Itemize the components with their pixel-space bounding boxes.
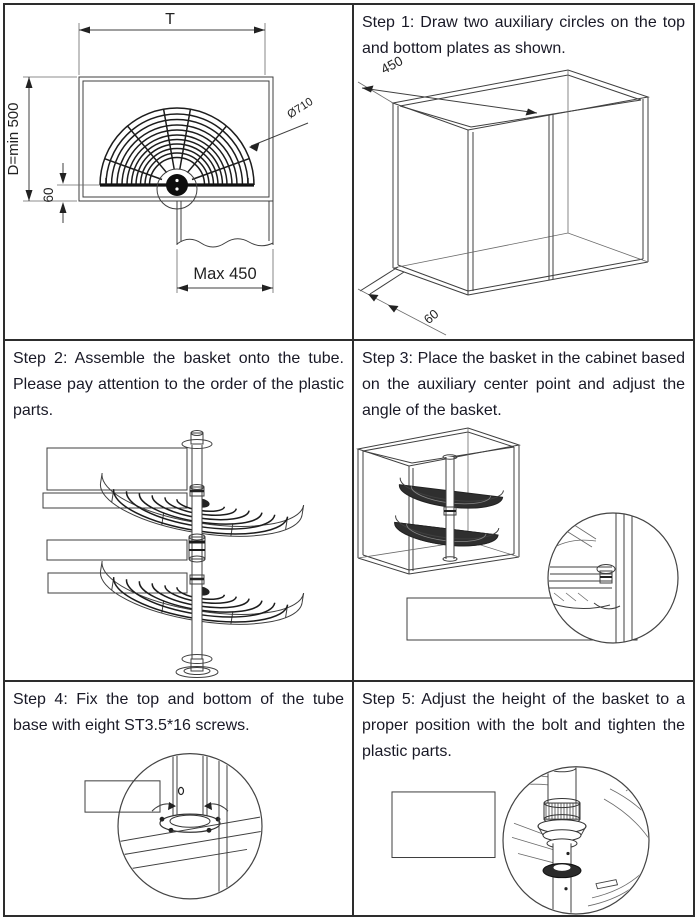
step-4-drawing <box>84 753 263 900</box>
dimension-offset-60: 60 <box>41 163 100 223</box>
callout-boxes <box>42 447 188 594</box>
screw-hole <box>177 786 185 796</box>
cabinet-isometric <box>391 69 650 296</box>
step-5-text: Step 5: Adjust the height of the basket … <box>362 691 685 760</box>
panel-step-1: Step 1: Draw two auxiliary circles on th… <box>354 5 693 341</box>
panel-plan-view: T <box>5 5 354 341</box>
detail-circle-content <box>119 754 261 898</box>
panel-step-3: Step 3: Place the basket in the cabinet … <box>354 341 693 682</box>
basket-upper <box>99 473 305 537</box>
dim-label-diameter: Ø710 <box>285 96 315 121</box>
plastic-collar-bottom <box>189 574 205 585</box>
detail-circle <box>547 512 679 644</box>
center-tube <box>175 430 219 678</box>
step-4-text: Step 4: Fix the top and bottom of the tu… <box>13 691 344 734</box>
panel-step-5: Step 5: Adjust the height of the basket … <box>354 682 693 915</box>
dimension-depth: D=min 500 <box>5 76 77 202</box>
step-2-text: Step 2: Assemble the basket onto the tub… <box>13 350 344 419</box>
step-1-drawing: 450 60 <box>357 53 650 336</box>
adjustment-bolt-assembly <box>537 767 587 913</box>
step-1-text: Step 1: Draw two auxiliary circles on th… <box>362 14 685 57</box>
dimension-T: T <box>78 11 266 75</box>
dimension-diameter: Ø710 <box>249 96 315 152</box>
instruction-grid: T <box>3 3 695 917</box>
basket-semicircle <box>99 107 255 210</box>
plan-view-drawing: T <box>5 11 315 293</box>
dim-label-depth: D=min 500 <box>5 103 22 176</box>
step-3-drawing <box>356 427 679 644</box>
dim-label-offset: 60 <box>41 187 56 202</box>
cabinet-isometric-small <box>356 427 521 575</box>
callout-box <box>391 791 496 859</box>
panel-step-2: Step 2: Assemble the basket onto the tub… <box>5 341 354 682</box>
step-2-drawing <box>42 430 305 678</box>
detail-circle-content <box>505 767 648 913</box>
cabinet-side-panel <box>218 754 228 898</box>
plastic-collar-top <box>189 484 205 497</box>
dimension-450: 450 <box>357 53 538 116</box>
basket-hub <box>166 174 188 196</box>
dim-label-T: T <box>165 11 175 28</box>
panel-step-4: Step 4: Fix the top and bottom of the tu… <box>5 682 354 915</box>
callout-box <box>84 780 161 813</box>
step-5-drawing <box>391 766 650 915</box>
dimension-60-iso: 60 <box>357 266 447 336</box>
plastic-collar-middle <box>188 533 206 563</box>
detail-circle <box>502 766 650 915</box>
step-3-text: Step 3: Place the basket in the cabinet … <box>362 350 685 419</box>
tube-in-cabinet <box>442 454 458 562</box>
dimension-max-450: Max 450 <box>176 249 274 293</box>
dim-label-opening: Max 450 <box>193 265 256 283</box>
